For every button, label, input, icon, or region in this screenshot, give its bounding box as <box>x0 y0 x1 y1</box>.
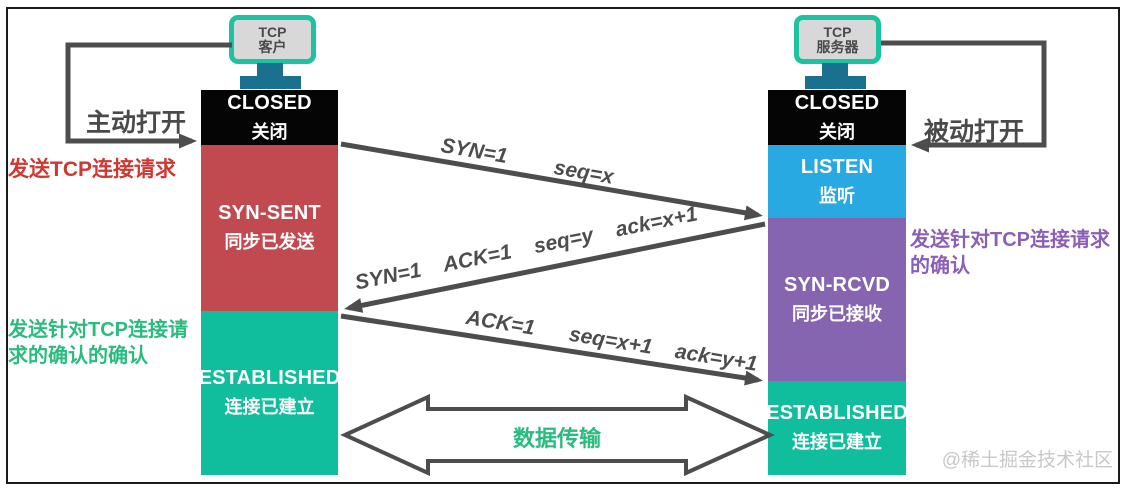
server-monitor-base <box>805 76 866 89</box>
server-device-line2: 服务器 <box>816 38 859 55</box>
state-name: CLOSED <box>794 91 880 114</box>
state-name-cn: 连接已建立 <box>792 432 882 452</box>
server-state-established: ESTABLISHED 连接已建立 <box>766 381 908 475</box>
state-name: LISTEN <box>800 155 874 178</box>
server-state-syn-rcvd: SYN-RCVD 同步已接收 <box>768 218 906 381</box>
state-name-cn: 同步已接收 <box>792 303 882 324</box>
note-send-syn: 发送TCP连接请求 <box>8 158 176 181</box>
state-name-cn: 关闭 <box>251 121 288 142</box>
client-device-line2: 客户 <box>258 38 287 55</box>
client-state-established: ESTABLISHED 连接已建立 <box>198 311 341 475</box>
note-send-ack-line1: 发送针对TCP连接请 <box>8 319 188 341</box>
client-state-syn-sent: SYN-SENT 同步已发送 <box>201 145 338 311</box>
client-device-line1: TCP <box>258 23 287 40</box>
state-name-cn: 同步已发送 <box>224 232 315 252</box>
state-name: CLOSED <box>227 91 312 114</box>
note-send-ack-line2: 求的确认的确认 <box>8 345 148 367</box>
note-send-synack-line2: 的确认 <box>910 255 970 277</box>
server-state-listen: LISTEN 监听 <box>768 145 906 218</box>
client-monitor-icon: TCP 客户 <box>229 15 316 64</box>
watermark: @稀土掘金技术社区 <box>941 450 1113 471</box>
server-monitor-stand <box>822 63 848 78</box>
state-name: SYN-RCVD <box>783 273 891 296</box>
state-name: SYN-SENT <box>218 202 321 224</box>
note-send-ack: 发送针对TCP连接请 求的确认的确认 <box>8 317 188 369</box>
note-send-synack-line1: 发送针对TCP连接请求 <box>910 229 1110 251</box>
server-device-line1: TCP <box>823 23 852 40</box>
state-name: ESTABLISHED <box>766 402 908 424</box>
client-monitor-stand <box>257 63 283 78</box>
data-transfer-label: 数据传输 <box>512 426 601 451</box>
state-name-cn: 关闭 <box>819 121 855 142</box>
client-state-closed: CLOSED 关闭 <box>201 90 338 145</box>
diagram-frame <box>6 7 1120 484</box>
state-name-cn: 连接已建立 <box>224 397 315 417</box>
server-state-closed: CLOSED 关闭 <box>768 90 906 145</box>
client-monitor-base <box>240 76 301 89</box>
server-open-label: 被动打开 <box>924 118 1025 146</box>
state-name: ESTABLISHED <box>198 367 341 389</box>
client-open-label: 主动打开 <box>86 109 187 137</box>
state-name-cn: 监听 <box>819 185 855 206</box>
server-monitor-icon: TCP 服务器 <box>794 15 881 64</box>
note-send-synack: 发送针对TCP连接请求 的确认 <box>910 227 1110 279</box>
